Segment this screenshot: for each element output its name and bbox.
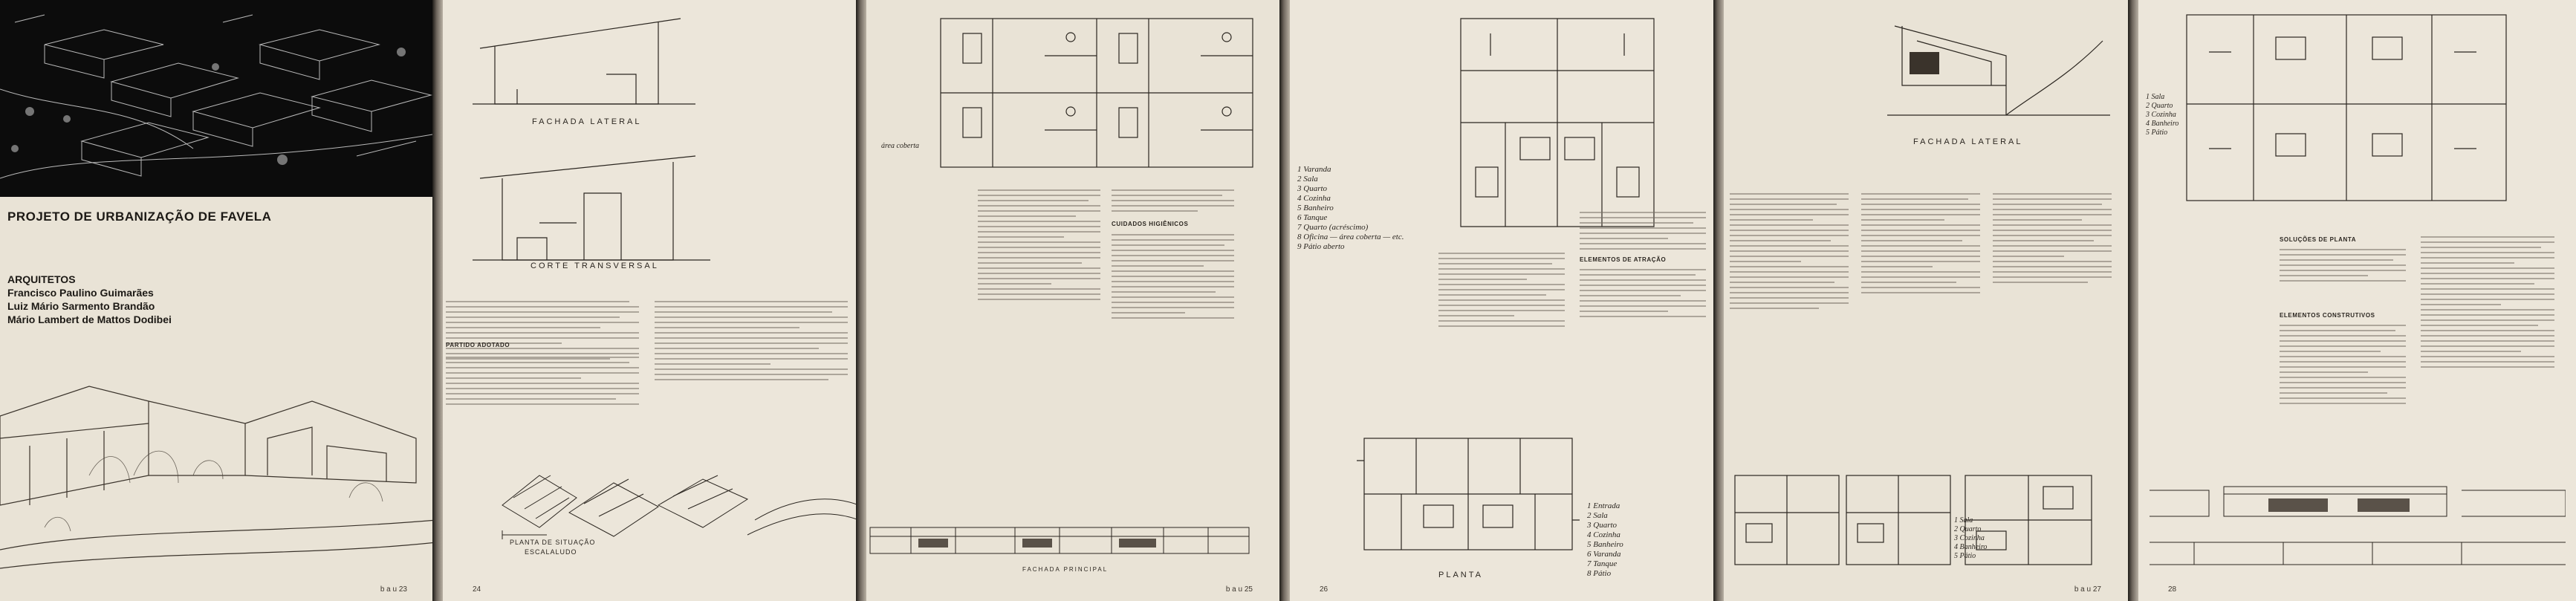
page-25: área coberta CUIDADOS HIGIÊNICOS FACHADA… [866,0,1282,601]
body-text-column [1112,234,1234,322]
body-text-column [1580,212,1706,253]
legend-item: 5 Pátio [2146,129,2168,137]
street-perspective-sketch [0,386,437,569]
architect-name: Luiz Mário Sarmento Brandão [7,300,155,312]
legend-item: 3 Cozinha [1954,534,1985,542]
body-text-column [1993,193,2112,287]
page-number: 24 [473,585,481,594]
spine-shadow [1279,0,1290,601]
corte-transversal-drawing [473,155,710,261]
architect-name: Mário Lambert de Mattos Dodibei [7,314,172,325]
ground-floor-plan [1357,438,1580,550]
body-text-column [1438,253,1565,331]
planta-caption: PLANTA [1438,571,1483,579]
solucoes-heading: SOLUÇÕES DE PLANTA [2280,236,2357,243]
situacao-caption: PLANTA DE SITUAÇÃO [510,539,596,546]
page-number: b a u 25 [1225,585,1253,594]
entrada-legend: 1 Entrada 2 Sala 3 Quarto 4 Cozinha 5 Ba… [1587,501,1623,579]
legend-item: 5 Banheiro [1587,540,1623,549]
partido-heading: PARTIDO ADOTADO [446,342,510,348]
body-text-column [2280,249,2406,285]
floor-plans-drawing [1734,475,1951,565]
legend-item: 4 Banheiro [1954,543,1988,551]
legend-item: 2 Sala [1297,175,1318,183]
room-legend: 1 Sala 2 Quarto 3 Cozinha 4 Banheiro 5 P… [2146,93,2178,137]
spine-shadow [432,0,443,601]
fachada-principal-drawing [869,527,1250,554]
page-number: b a u 23 [380,585,407,594]
floor-plan-drawing [1460,18,1655,227]
legend-item: 4 Cozinha [1297,194,1331,203]
legend-item: 1 Sala [2146,93,2165,101]
aerial-model-illustration [0,0,437,197]
elementos-construtivos-heading: ELEMENTOS CONSTRUTIVOS [2280,312,2375,319]
corte-transversal-caption: CORTE TRANSVERSAL [531,261,659,270]
room-legend: 1 Sala 2 Quarto 3 Cozinha 4 Banheiro 5 P… [1954,516,1987,561]
page-number: 26 [1320,585,1328,594]
room-legend: 1 Varanda 2 Sala 3 Quarto 4 Cozinha 5 Ba… [1297,165,1404,252]
floor-plan-drawing [940,18,1253,168]
body-text-column [1112,189,1234,215]
elevation-drawing [2150,486,2566,517]
area-coberta-label: área coberta [881,142,920,150]
body-text-column [1861,193,1980,297]
fachada-lateral-caption: FACHADA LATERAL [532,117,642,126]
legend-item: 7 Quarto (acréscimo) [1297,223,1369,232]
body-text-column [446,357,639,409]
page-27: FACHADA LATERAL 1 Sala 2 Quarto 3 Cozinh… [1724,0,2131,601]
legend-item: 5 Pátio [1954,552,1976,560]
fachada-lateral-drawing [473,18,695,105]
project-title: PROJETO DE URBANIZAÇÃO DE FAVELA [7,209,272,224]
architect-name: Francisco Paulino Guimarães [7,287,154,299]
legend-item: 3 Quarto [1297,184,1328,193]
elevation-drawing [2150,542,2566,565]
legend-item: 5 Banheiro [1297,204,1334,212]
page-23: PROJETO DE URBANIZAÇÃO DE FAVELA ARQUITE… [0,0,437,601]
body-text-column [1730,193,1849,313]
legend-item: 8 Pátio [1587,569,1612,578]
legend-item: 8 Oficina — área coberta — etc. [1297,233,1404,241]
body-text-column [2421,236,2554,371]
legend-item: 2 Quarto [2146,102,2173,110]
legend-item: 4 Banheiro [2146,120,2179,128]
spine-shadow [856,0,866,601]
architects-label: ARQUITETOS [7,273,76,285]
fachada-principal-caption: FACHADA PRINCIPAL [1022,566,1109,573]
legend-item: 3 Quarto [1587,521,1618,530]
scale-caption: ESCALALUDO [525,548,577,556]
page-28: 1 Sala 2 Quarto 3 Cozinha 4 Banheiro 5 P… [2138,0,2576,601]
legend-item: 9 Pátio aberto [1297,242,1345,251]
site-plan-drawing [502,475,859,539]
legend-item: 3 Cozinha [2146,111,2176,119]
body-text-column [446,301,639,363]
page-number: b a u 27 [2074,585,2101,594]
body-text-column [2280,325,2406,408]
body-text-column [655,301,848,384]
page-number: 28 [2168,585,2177,594]
page-26: 1 Varanda 2 Sala 3 Quarto 4 Cozinha 5 Ba… [1290,0,1716,601]
legend-item: 2 Quarto [1954,525,1982,533]
body-text-column [1580,269,1706,321]
body-text-column [978,189,1100,304]
legend-item: 1 Sala [1954,516,1973,524]
floor-plan-drawing [2186,14,2507,201]
legend-item: 1 Entrada [1587,501,1620,510]
architects-credits: ARQUITETOS Francisco Paulino Guimarães L… [7,273,172,326]
spine-shadow [1713,0,1724,601]
fachada-lateral-caption: FACHADA LATERAL [1913,137,2023,146]
legend-item: 6 Tanque [1297,213,1328,222]
legend-item: 2 Sala [1587,511,1608,520]
legend-item: 7 Tanque [1587,559,1618,568]
fachada-lateral-drawing [1887,25,2110,116]
legend-item: 4 Cozinha [1587,530,1620,539]
spine-shadow [2128,0,2138,601]
page-24: FACHADA LATERAL CORTE TRANSVERSAL PARTID… [443,0,859,601]
elementos-atracao-heading: ELEMENTOS DE ATRAÇÃO [1580,256,1667,263]
legend-item: 6 Varanda [1587,550,1621,559]
floor-plans-drawing [1965,475,2092,565]
cuidados-heading: CUIDADOS HIGIÊNICOS [1112,221,1189,227]
legend-item: 1 Varanda [1297,165,1331,174]
